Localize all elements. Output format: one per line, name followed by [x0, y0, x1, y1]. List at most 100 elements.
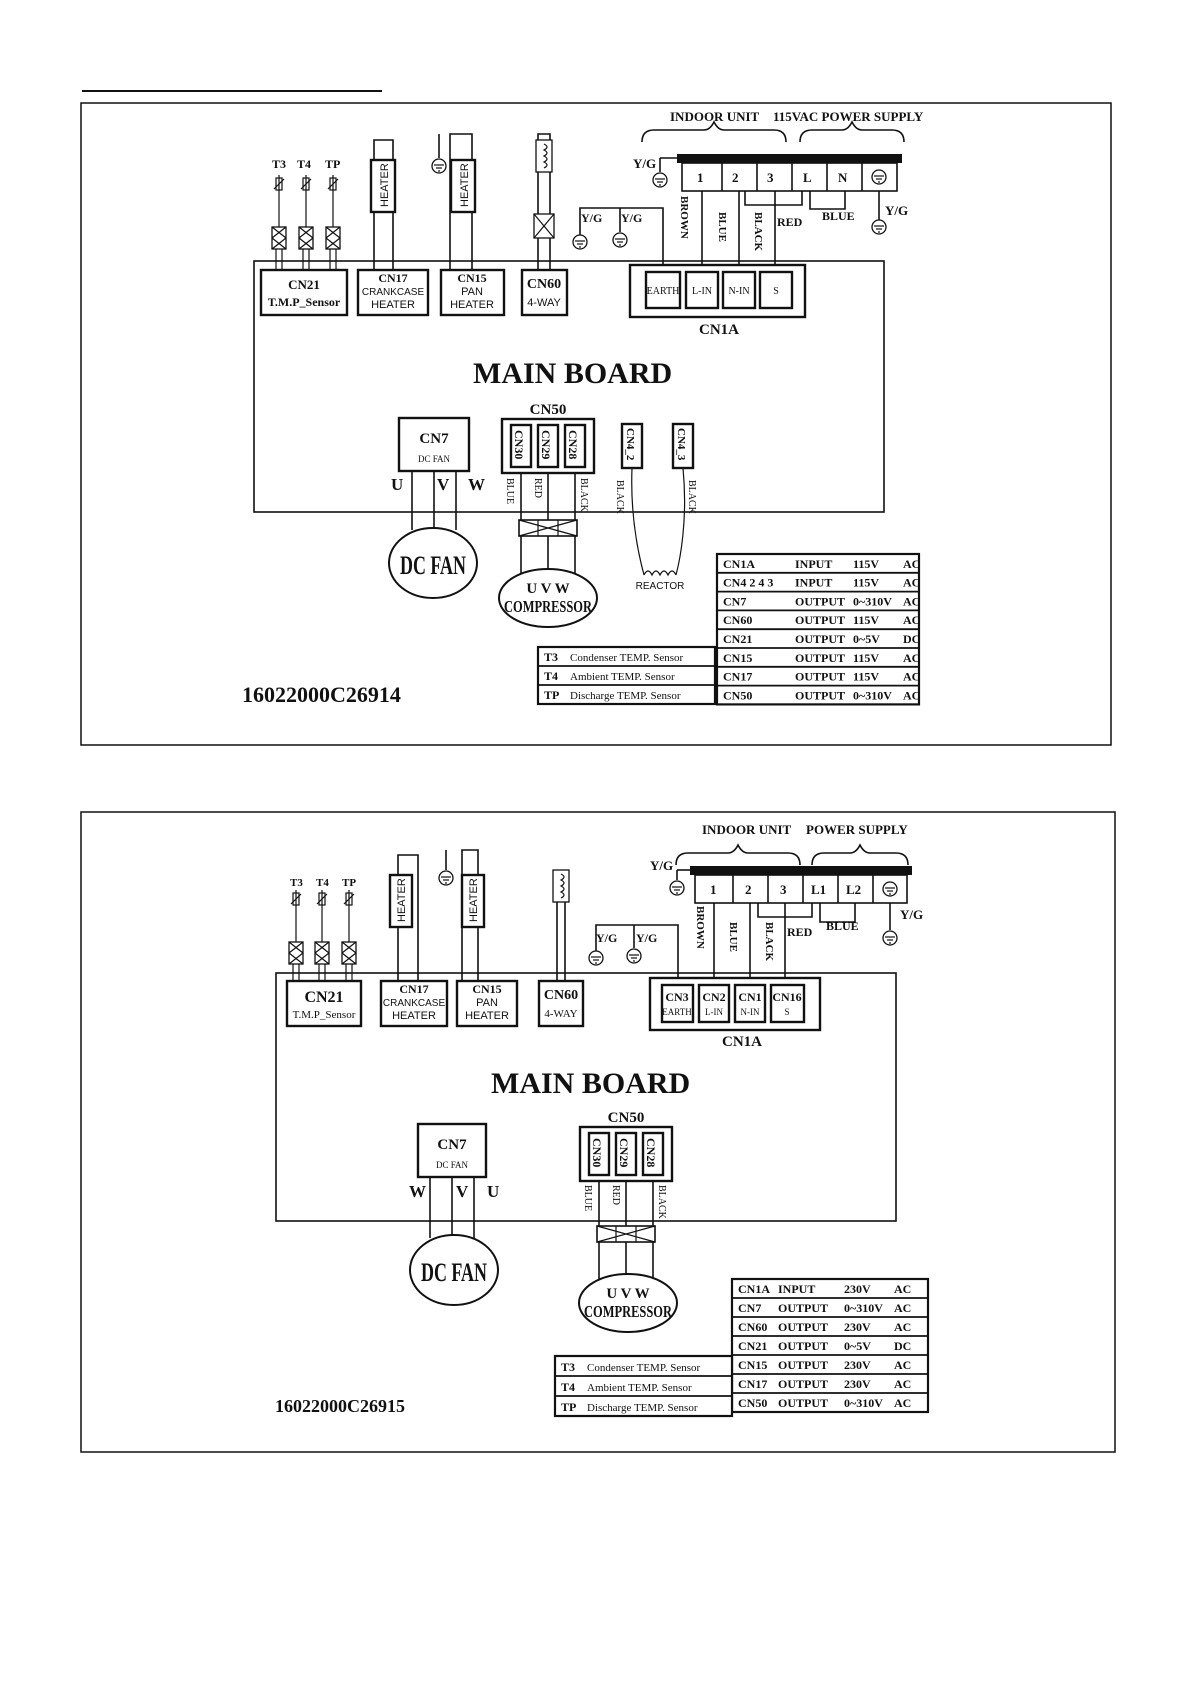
cn60-sub: 4-WAY: [544, 1008, 577, 1020]
cn7-connector: CN7 DC FAN: [397, 416, 471, 473]
spec-cell: AC: [894, 1377, 911, 1391]
part-code: 16022000C26914: [242, 682, 401, 707]
heater-label: HEATER: [379, 163, 391, 207]
legend-desc: Condenser TEMP. Sensor: [587, 1362, 700, 1374]
spec-cell: DC: [894, 1339, 911, 1353]
wire-blue-label: BLUE: [716, 212, 728, 242]
cn4-3-name: CN4_3: [675, 428, 687, 461]
header-rule: [82, 90, 382, 92]
spec-cell: CN17: [738, 1377, 767, 1391]
cn1a-pin-s: S: [773, 286, 779, 297]
terminal-l2: L2: [846, 882, 861, 897]
spec-cell: OUTPUT: [795, 651, 845, 665]
wire-black-label: BLACK: [686, 480, 697, 515]
phase-v: V: [456, 1182, 469, 1201]
wire-black-label: BLACK: [578, 478, 589, 513]
spec-cell: CN21: [738, 1339, 767, 1353]
spec-cell: CN1A: [723, 557, 755, 571]
legend-desc: Condenser TEMP. Sensor: [570, 652, 683, 664]
cn1-pin: CN1: [738, 990, 761, 1004]
spec-cell: 0~5V: [844, 1339, 871, 1353]
cn60-sub: 4-WAY: [527, 297, 561, 309]
cn21-connector: CN21 T.M.P_Sensor: [285, 979, 363, 1028]
spec-cell: INPUT: [795, 576, 832, 590]
diagram-1: INDOOR UNIT 115VAC POWER SUPPLY 1 2 3 L …: [80, 102, 1112, 746]
spec-cell: 115V: [853, 651, 879, 665]
terminal-1: 1: [697, 170, 704, 185]
terminal-2: 2: [732, 170, 739, 185]
cn15-name: CN15: [457, 271, 486, 285]
cn15-name: CN15: [472, 982, 501, 996]
heater-label: HEATER: [459, 163, 471, 207]
terminal-3: 3: [780, 882, 787, 897]
main-board-outline: [253, 260, 885, 513]
cn60-name: CN60: [544, 988, 578, 1003]
ground-icon: [438, 870, 454, 886]
yg-left-label: Y/G: [633, 156, 656, 171]
spec-cell: CN7: [723, 594, 746, 608]
terminal-2: 2: [745, 882, 752, 897]
terminal-block: [694, 874, 908, 904]
ground-icon: [652, 172, 668, 188]
spec-row: CN15 OUTPUT 115V AC: [723, 651, 920, 665]
cn17-sub1: CRANKCASE: [383, 998, 446, 1009]
cn7-name: CN7: [419, 431, 449, 447]
cn4-3-connector: CN4_3: [671, 422, 695, 470]
spec-cell: AC: [903, 651, 920, 665]
spec-cell: CN60: [723, 613, 752, 627]
four-way-coil-icon: [552, 869, 570, 903]
cn3-pin: CN3: [665, 990, 688, 1004]
cn17-connector: CN17 CRANKCASE HEATER: [356, 268, 430, 317]
ground-icon: [431, 158, 447, 174]
compressor-motor: [498, 568, 598, 628]
spec-cell: OUTPUT: [778, 1320, 828, 1334]
dc-fan-motor: [388, 527, 478, 599]
diagram-1-frame: [80, 102, 1112, 746]
heater-label: HEATER: [468, 878, 480, 922]
spec-cell: OUTPUT: [778, 1339, 828, 1353]
spec-cell: AC: [894, 1396, 911, 1410]
cn1a-pin-earth: EARTH: [647, 286, 680, 297]
compressor-motor: [578, 1273, 678, 1333]
ground-icon: [871, 219, 887, 235]
spec-cell: 0~310V: [844, 1301, 883, 1315]
spec-cell: 230V: [844, 1282, 871, 1296]
spec-cell: OUTPUT: [795, 632, 845, 646]
legend-code: T4: [544, 669, 558, 683]
spec-cell: CN50: [723, 688, 752, 702]
terminal-l: L: [803, 170, 812, 185]
phase-u: U: [391, 475, 403, 494]
wire-blue-label: BLUE: [582, 1185, 593, 1211]
pan-heater-element: [449, 158, 477, 214]
terminal-block: [681, 162, 898, 192]
spec-cell: OUTPUT: [778, 1396, 828, 1410]
spec-cell: OUTPUT: [778, 1301, 828, 1315]
cn1a-connector: EARTH L-IN N-IN S CN1A: [628, 263, 807, 338]
sensor-t4-label: T4: [297, 157, 311, 171]
yg-right-label: Y/G: [885, 203, 908, 218]
cn1a-name: CN1A: [722, 1034, 762, 1050]
cn17-sub2: HEATER: [371, 299, 415, 311]
ground-icon: [612, 232, 628, 248]
cn17-connector: CN17 CRANKCASE HEATER: [379, 979, 449, 1028]
ground-icon: [588, 950, 604, 966]
cn15-connector: CN15 PAN HEATER: [455, 979, 519, 1028]
terminal-3: 3: [767, 170, 774, 185]
spec-cell: 115V: [853, 576, 879, 590]
spec-cell: 0~310V: [844, 1396, 883, 1410]
cn16-pin: CN16: [772, 990, 801, 1004]
main-board-label: MAIN BOARD: [491, 1067, 690, 1100]
spec-cell: CN15: [723, 651, 752, 665]
cn50-connector: CN30 CN29 CN28: [578, 1125, 674, 1183]
yg-ground-label: Y/G: [636, 931, 657, 945]
wire-red-label: RED: [777, 215, 803, 229]
spec-cell: 115V: [853, 670, 879, 684]
ground-icon: [572, 234, 588, 250]
spec-cell: CN60: [738, 1320, 767, 1334]
